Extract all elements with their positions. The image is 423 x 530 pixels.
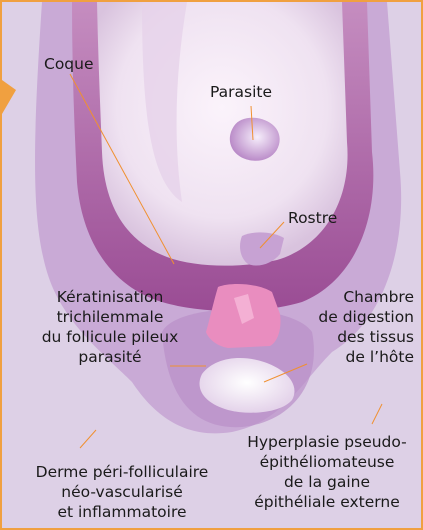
label-chambre-line: de digestion [282, 307, 414, 327]
label-chambre-line: Chambre [282, 287, 414, 307]
label-keratinisation-line: du follicule pileux [10, 327, 210, 347]
label-hyperplasie-line: Hyperplasie pseudo- [234, 432, 420, 452]
label-chambre-line: des tissus [282, 327, 414, 347]
label-keratinisation-line: parasité [10, 347, 210, 367]
label-keratinisation-line: Kératinisation [10, 287, 210, 307]
label-coque: Coque [44, 54, 94, 74]
label-hyperplasie: Hyperplasie pseudo- épithéliomateuse de … [234, 432, 420, 512]
label-derme-line: Derme péri-folliculaire [22, 462, 222, 482]
label-chambre: Chambre de digestion des tissus de l’hôt… [282, 287, 414, 367]
label-hyperplasie-line: épithéliale externe [234, 492, 420, 512]
label-hyperplasie-line: épithéliomateuse [234, 452, 420, 472]
label-derme-line: et inflammatoire [22, 502, 222, 522]
label-parasite: Parasite [210, 82, 272, 102]
label-hyperplasie-line: de la gaine [234, 472, 420, 492]
label-keratinisation: Kératinisation trichilemmale du follicul… [10, 287, 210, 367]
leader-derme [80, 430, 96, 448]
label-derme: Derme péri-folliculaire néo-vascularisé … [22, 462, 222, 522]
label-derme-line: néo-vascularisé [22, 482, 222, 502]
label-rostre: Rostre [288, 208, 337, 228]
leader-hyperplasie [372, 404, 382, 424]
pointer-arrow [2, 80, 16, 114]
label-keratinisation-line: trichilemmale [10, 307, 210, 327]
label-chambre-line: de l’hôte [282, 347, 414, 367]
